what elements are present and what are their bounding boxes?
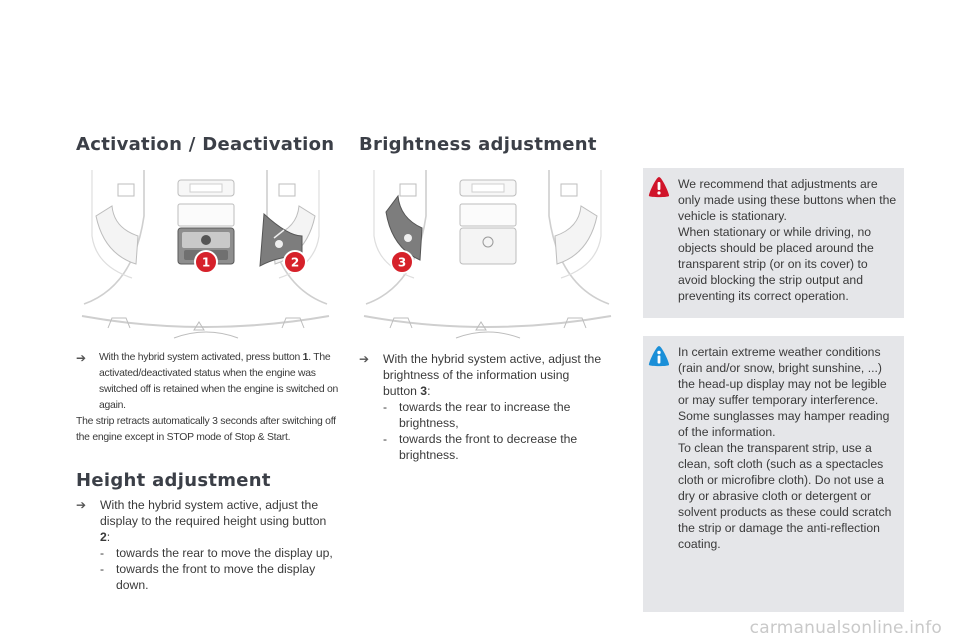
watermark: carmanualsonline.info <box>749 618 942 638</box>
warning-icon <box>647 176 671 202</box>
control-panel-illustration-1: 1 2 <box>74 166 337 344</box>
bullet-arrow-icon: ➔ <box>76 351 86 365</box>
brightness-item-decrease: -towards the front to decrease the brigh… <box>383 432 578 462</box>
activation-text: ➔ With the hybrid system activated, pres… <box>76 350 341 446</box>
brightness-item-increase: -towards the rear to increase the bright… <box>383 400 571 430</box>
height-item-up: -towards the rear to move the display up… <box>100 546 333 560</box>
warning-note-paragraph: We recommend that adjustments are only m… <box>678 177 897 223</box>
info-note-text: In certain extreme weather conditions (r… <box>678 344 898 552</box>
info-note: In certain extreme weather conditions (r… <box>643 336 904 612</box>
brightness-instruction: ➔ With the hybrid system active, adjust … <box>359 352 602 398</box>
callout-3: 3 <box>398 256 406 270</box>
brightness-heading: Brightness adjustment <box>359 134 597 155</box>
callout-1: 1 <box>202 256 210 270</box>
callout-2: 2 <box>291 256 299 270</box>
height-text: ➔ With the hybrid system active, adjust … <box>76 497 338 593</box>
info-note-paragraph: In certain extreme weather conditions (r… <box>678 345 887 407</box>
warning-note-text: We recommend that adjustments are only m… <box>678 176 898 304</box>
info-note-paragraph: Some sunglasses may hamper reading of th… <box>678 409 890 439</box>
brightness-text: ➔ With the hybrid system active, adjust … <box>359 351 603 463</box>
height-item-down: -towards the front to move the display d… <box>100 562 316 592</box>
height-instruction: ➔ With the hybrid system active, adjust … <box>76 498 327 544</box>
warning-note: We recommend that adjustments are only m… <box>643 168 904 318</box>
bullet-arrow-icon: ➔ <box>359 352 370 366</box>
control-panel-illustration-2: 3 <box>356 166 619 344</box>
activation-retract-note: The strip retracts automatically 3 secon… <box>76 416 336 443</box>
warning-note-paragraph: When stationary or while driving, no obj… <box>678 225 874 303</box>
height-heading: Height adjustment <box>76 470 271 491</box>
activation-heading: Activation / Deactivation <box>76 134 335 155</box>
info-icon <box>647 345 671 371</box>
bullet-arrow-icon: ➔ <box>76 498 87 512</box>
info-note-paragraph: To clean the transparent strip, use a cl… <box>678 441 892 551</box>
activation-instruction: ➔ With the hybrid system activated, pres… <box>76 351 339 411</box>
